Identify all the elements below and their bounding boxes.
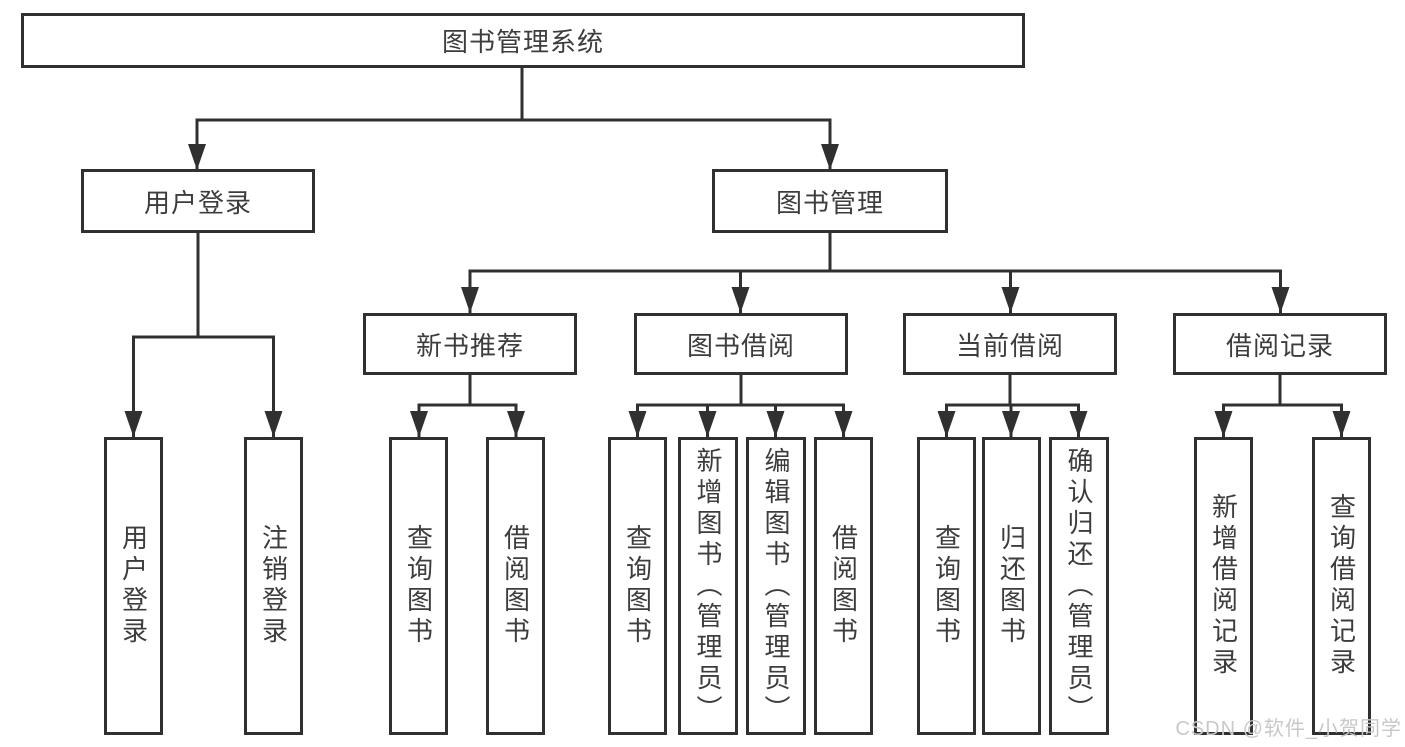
node-label: 查询图书 [403,524,434,648]
node-current-borrow: 当前借阅 [903,313,1117,375]
node-root: 图书管理系统 [21,13,1025,68]
node-label: 用户登录 [143,187,252,218]
arrowhead-icon [766,411,785,437]
node-label: 归还图书 [996,524,1027,648]
node-label: 查询图书 [622,524,653,648]
arrowhead-icon [834,411,853,437]
node-label: 图书借阅 [686,330,795,361]
edges-new-book-recommend [410,375,525,437]
arrowhead-icon [628,411,647,437]
arrowhead-icon [188,144,206,170]
node-borrow-records: 借阅记录 [1173,313,1387,375]
node-confirm-return-admin: 确认归还（管理员） [1049,437,1109,735]
node-label: 新增借阅记录 [1208,493,1239,679]
node-label: 图书管理系统 [441,27,604,57]
node-label: 注销登录 [258,524,289,648]
node-label: 新增图书（管理员） [693,446,723,726]
node-query-books-under-current: 查询图书 [917,437,976,735]
arrowhead-icon [1002,411,1020,437]
edges-book-borrow [628,375,853,437]
arrowhead-icon [1001,287,1020,313]
node-label: 查询借阅记录 [1326,493,1357,679]
arrowhead-icon [731,287,750,313]
node-query-books-under-borrow: 查询图书 [608,437,667,735]
edge-line [417,403,518,437]
node-query-books-under-recommend: 查询图书 [389,437,448,735]
arrowhead-icon [1069,411,1088,437]
arrowhead-icon [264,411,283,437]
arrowhead-icon [937,411,956,437]
csdn-watermark: CSDN @软件_小贺同学 [1175,718,1402,740]
node-add-books-admin: 新增图书（管理员） [678,437,738,735]
node-borrow-books-under-recommend: 借阅图书 [486,437,545,735]
node-borrow-books-under-borrow: 借阅图书 [814,437,873,735]
arrowhead-icon [461,287,479,313]
edges-root [188,68,839,170]
edge-line [468,269,1282,313]
node-label: 用户登录 [118,524,149,648]
node-label: 新书推荐 [415,330,524,361]
node-label: 确认归还（管理员） [1064,446,1094,726]
node-book-borrow: 图书借阅 [634,313,848,375]
arrowhead-icon [698,411,717,437]
edge-line [132,335,275,437]
edge-line [1222,403,1343,437]
node-label: 查询图书 [931,524,962,648]
node-label: 借阅图书 [500,524,531,648]
node-user-login: 用户登录 [81,169,315,233]
arrowhead-icon [1271,287,1290,313]
edges-borrow-records [1214,375,1351,437]
edges-user-login [124,233,283,437]
edges-book-management [461,233,1290,313]
arrowhead-icon [1332,411,1351,437]
node-book-management: 图书管理 [712,169,948,233]
edge-line [195,118,832,170]
arrowhead-icon [124,411,143,437]
arrowhead-icon [1214,411,1233,437]
node-label: 编辑图书（管理员） [761,446,791,726]
node-query-borrow-record: 查询借阅记录 [1312,437,1371,735]
edge-line [636,403,845,437]
arrowhead-icon [821,144,839,170]
node-add-borrow-record: 新增借阅记录 [1194,437,1253,735]
node-logout-action: 注销登录 [244,437,303,735]
node-new-book-recommend: 新书推荐 [363,313,577,375]
edges-current-borrow [937,375,1088,437]
arrowhead-icon [410,411,428,437]
node-label: 图书管理 [775,187,884,218]
node-user-login-action: 用户登录 [104,437,163,735]
node-label: 当前借阅 [955,330,1064,361]
arrowhead-icon [507,411,525,437]
node-return-books: 归还图书 [982,437,1041,735]
node-label: 借阅图书 [828,524,859,648]
node-label: 借阅记录 [1225,330,1334,361]
node-edit-books-admin: 编辑图书（管理员） [746,437,806,735]
